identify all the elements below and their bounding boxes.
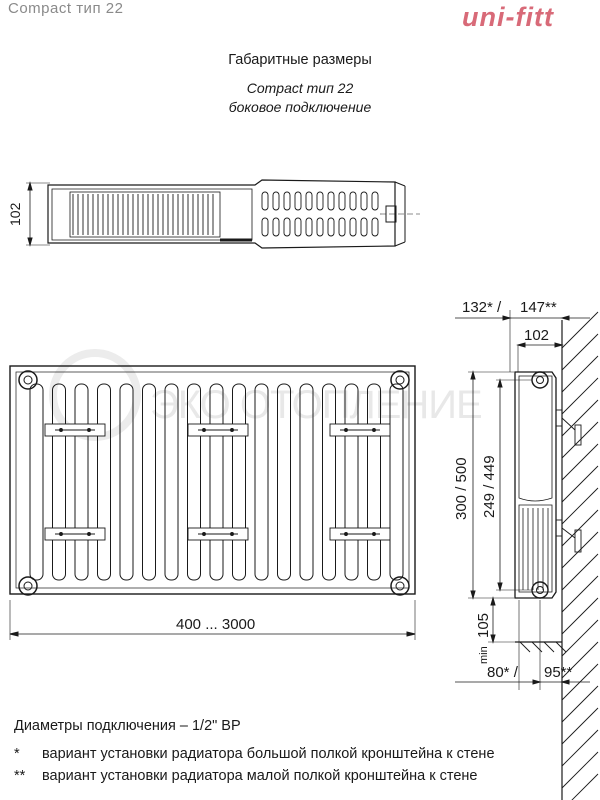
side-depth-label: 102 — [524, 327, 549, 344]
footnote-mark: * — [14, 746, 20, 762]
wall-offset-bottom-small-label: 95** — [544, 664, 573, 681]
floor-clearance-min-label: min — [478, 646, 490, 664]
length-dimension-label: 400 ... 3000 — [176, 616, 255, 633]
floor-clearance-label: 105 — [475, 613, 492, 638]
drawing-model: Compact тип 22 — [246, 80, 354, 96]
watermark: ЭКО ОТОПЛЕНИЕ — [150, 383, 482, 427]
wall-offset-small-label: 147** — [520, 299, 557, 316]
wall-offset-large-label: 132* / — [462, 299, 502, 316]
front-view — [9, 365, 416, 640]
drawing-title: Габаритные размеры — [228, 52, 372, 68]
footnote-large-shelf: * вариант установки радиатора большой пол… — [14, 746, 495, 762]
wall-offset-bottom-large-label: 80* / — [487, 664, 519, 681]
drawing-connection-type: боковое подключение — [228, 99, 372, 115]
top-view — [26, 179, 420, 249]
top-view-depth-label: 102 — [7, 202, 23, 226]
footnote-mark: ** — [14, 768, 26, 784]
footnote-text: вариант установки радиатора малой полкой… — [42, 768, 478, 784]
footnote-text: вариант установки радиатора большой полк… — [42, 746, 495, 762]
footnote-small-shelf: ** вариант установки радиатора малой полк… — [14, 768, 477, 784]
model-label: Compact тип 22 — [8, 0, 124, 17]
connection-diameter-note: Диаметры подключения – 1/2" ВР — [14, 718, 241, 734]
axis-distance-label: 249 / 449 — [481, 455, 498, 518]
side-view — [455, 310, 599, 800]
brand-logo: uni-fitt — [462, 2, 554, 32]
height-dimension-label: 300 / 500 — [453, 457, 470, 520]
